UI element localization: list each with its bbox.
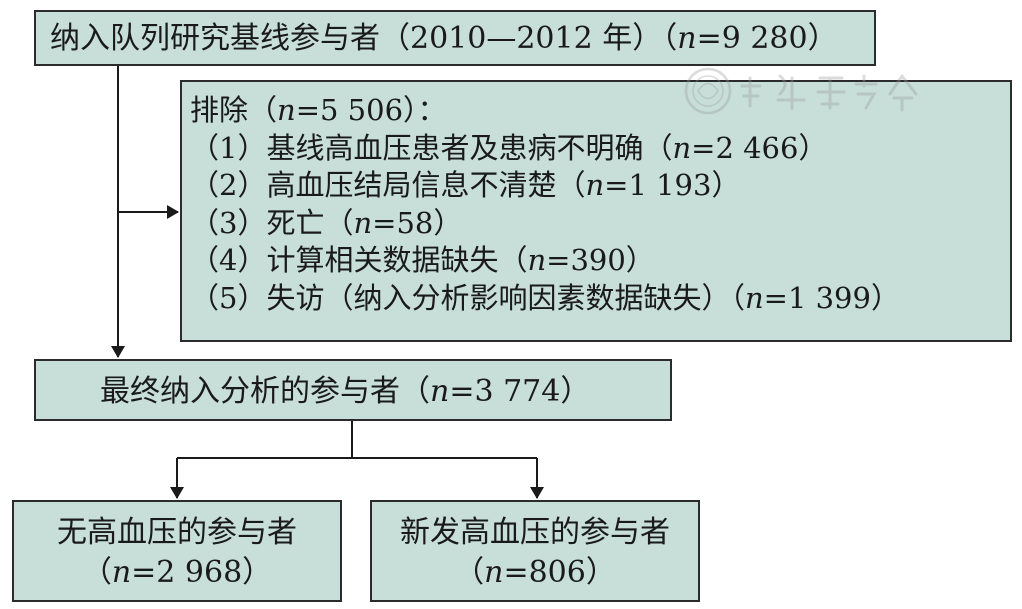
baseline-n-value: =9 280） xyxy=(696,21,838,56)
exclusion-item: （3）死亡（n=58） xyxy=(190,205,1010,243)
exclusion-item-label: （1）基线高血压患者及患病不明确（ xyxy=(190,130,673,165)
new-hypertension-label: 新发高血压的参与者 xyxy=(400,515,670,550)
exclusion-item-n-value: =58） xyxy=(372,205,463,240)
exclusion-box: 排除（n=5 506）： （1）基线高血压患者及患病不明确（n=2 466） （… xyxy=(180,80,1012,342)
exclusion-item-n-value: =390） xyxy=(546,243,655,277)
exclusion-item-n-value: =2 466） xyxy=(691,130,828,165)
no-hypertension-label: 无高血压的参与者 xyxy=(57,515,297,550)
no-hypertension-count: （n=2 968） xyxy=(14,553,340,593)
exclusion-item-label: （4）计算相关数据缺失（ xyxy=(190,243,528,277)
no-hypertension-box: 无高血压的参与者 （n=2 968） xyxy=(12,500,342,602)
exclusion-item-n-symbol: n xyxy=(672,130,692,165)
new-hypertension-n-symbol: n xyxy=(484,555,504,590)
baseline-n-symbol: n xyxy=(677,21,697,56)
new-hypertension-n-value: =806） xyxy=(503,555,616,590)
exclusion-title: 排除（n=5 506）： xyxy=(190,92,1010,130)
exclusion-item-n-symbol: n xyxy=(744,280,764,315)
final-n-symbol: n xyxy=(430,374,450,409)
final-label: 最终纳入分析的参与者（ xyxy=(100,374,430,409)
final-analysis-box: 最终纳入分析的参与者（n=3 774） xyxy=(34,359,672,421)
new-hypertension-n-prefix: （ xyxy=(454,555,485,590)
exclusion-item-label: （5）失访（纳入分析影响因素数据缺失）（ xyxy=(190,280,745,315)
no-hypertension-n-symbol: n xyxy=(111,555,132,590)
exclusion-item: （1）基线高血压患者及患病不明确（n=2 466） xyxy=(190,130,1010,168)
exclusion-title-n-symbol: n xyxy=(277,93,296,127)
exclusion-item-label: （2）高血压结局信息不清楚（ xyxy=(190,168,586,202)
exclusion-item: （4）计算相关数据缺失（n=390） xyxy=(190,242,1010,280)
baseline-participants-box: 纳入队列研究基线参与者（2010—2012 年）（n=9 280） xyxy=(34,10,876,66)
no-hypertension-n-value: =2 968） xyxy=(131,555,273,590)
exclusion-item-n-symbol: n xyxy=(585,168,605,202)
exclusion-item-n-value: =1 399） xyxy=(763,280,900,315)
new-hypertension-box: 新发高血压的参与者 （n=806） xyxy=(370,500,700,602)
exclusion-item: （5）失访（纳入分析影响因素数据缺失）（n=1 399） xyxy=(190,280,1010,318)
exclusion-item-n-value: =1 193） xyxy=(604,168,741,202)
exclusion-item-label: （3）死亡（ xyxy=(190,205,354,240)
exclusion-item-n-symbol: n xyxy=(353,205,373,240)
baseline-label: 纳入队列研究基线参与者（2010—2012 年）（ xyxy=(50,21,678,56)
no-hypertension-n-prefix: （ xyxy=(81,555,112,590)
exclusion-title-n-value: =5 506）： xyxy=(295,93,447,127)
final-n-value: =3 774） xyxy=(449,374,591,409)
exclusion-title-label: 排除（ xyxy=(190,93,278,127)
new-hypertension-count: （n=806） xyxy=(372,553,698,593)
exclusion-item-n-symbol: n xyxy=(527,243,547,277)
exclusion-item: （2）高血压结局信息不清楚（n=1 193） xyxy=(190,167,1010,205)
